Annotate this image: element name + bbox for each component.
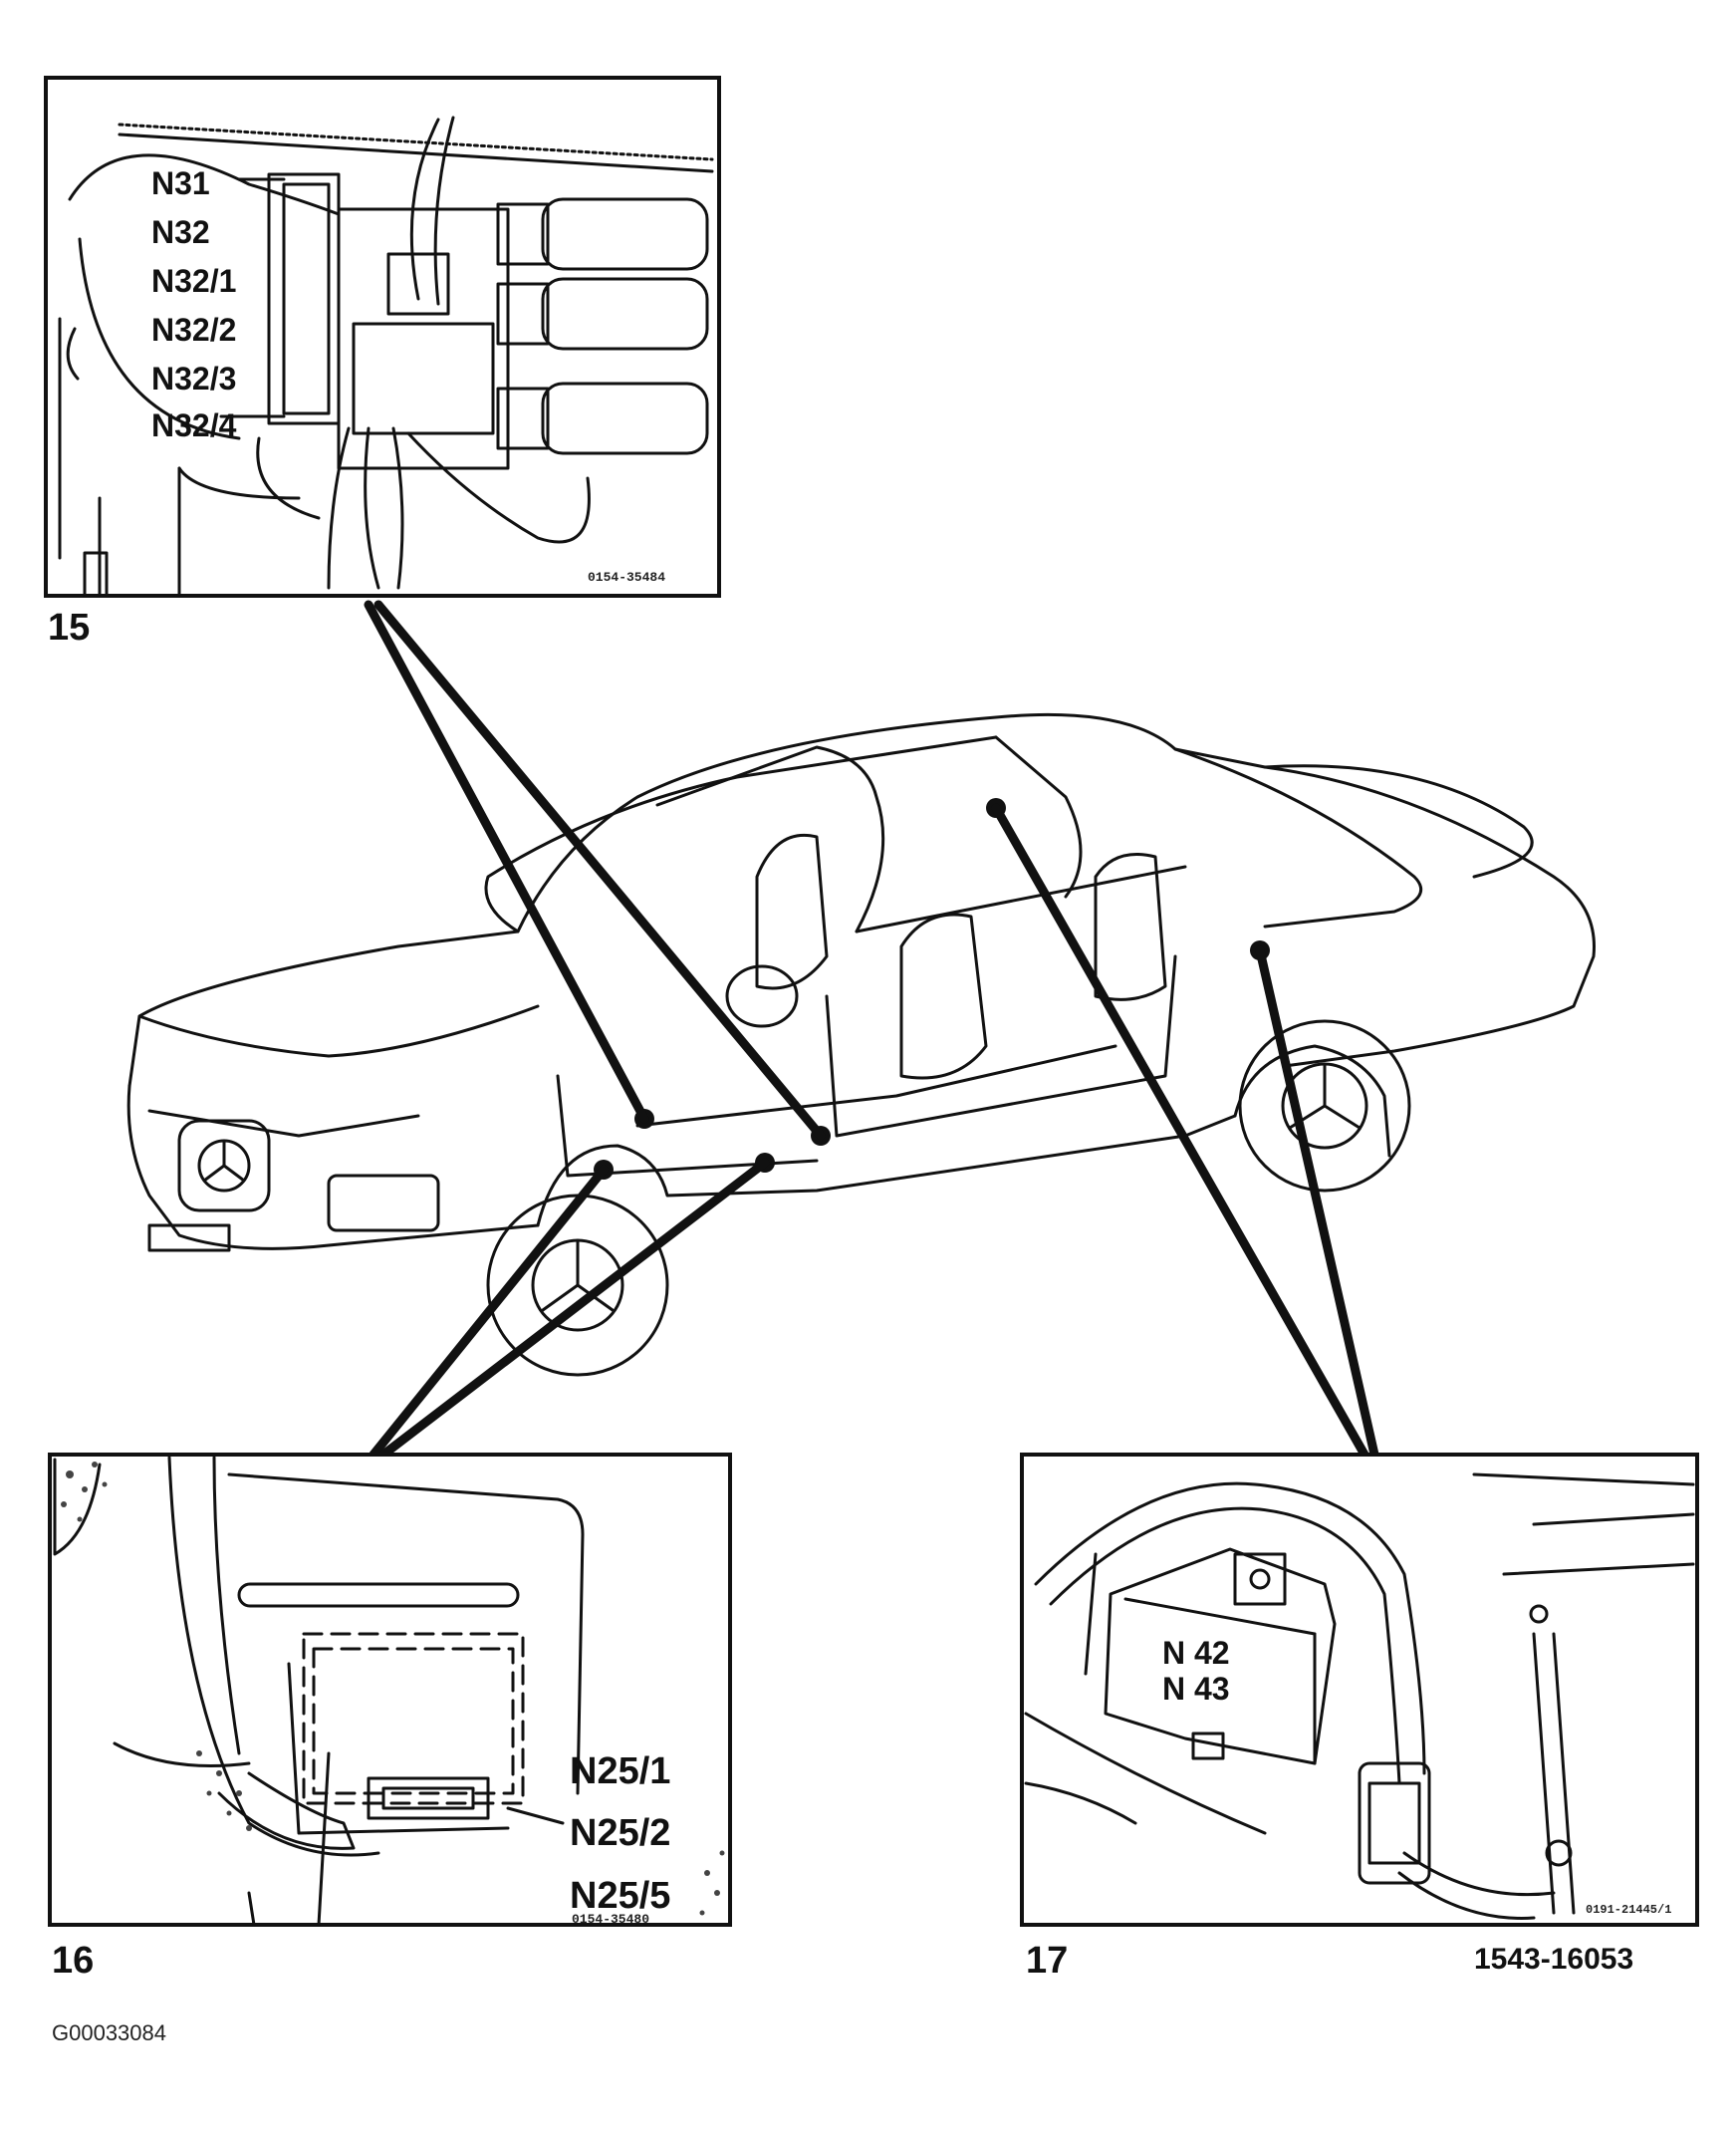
label-n32: N32 xyxy=(151,214,210,250)
panel-16-shading xyxy=(61,1462,725,1916)
panel-16: N25/1 N25/2 N25/5 0154-35480 16 xyxy=(48,1453,732,1982)
panel-16-ref: 0154-35480 xyxy=(572,1912,649,1927)
panel-15-ref: 0154-35484 xyxy=(588,570,665,585)
panel-17-ref: 0191-21445/1 xyxy=(1586,1903,1671,1917)
panel-17: N 42 N 43 0191-21445/1 17 xyxy=(1020,1453,1699,1982)
panel-15: N31 N32 N32/1 N32/2 N32/3 N32/4 0154-354… xyxy=(44,76,721,649)
callout-lines xyxy=(364,600,1379,1460)
label-n25-1: N25/1 xyxy=(570,1750,670,1792)
label-n32-3: N32/3 xyxy=(151,361,236,397)
label-n32-1: N32/1 xyxy=(151,263,236,299)
car-illustration xyxy=(126,712,1596,1377)
panel-15-illustration xyxy=(58,116,714,598)
footer-code: G00033084 xyxy=(52,2020,166,2045)
panel-15-leader-lines xyxy=(219,177,286,418)
label-n32-4: N32/4 xyxy=(151,407,237,443)
label-n31: N31 xyxy=(151,165,210,201)
label-n25-2: N25/2 xyxy=(570,1812,670,1854)
label-n42: N 42 xyxy=(1162,1635,1230,1671)
figure-ref: 1543-16053 xyxy=(1474,1943,1633,1976)
label-n25-5: N25/5 xyxy=(570,1875,670,1917)
panel-17-number: 17 xyxy=(1026,1940,1068,1982)
panel-16-number: 16 xyxy=(52,1940,94,1982)
label-n43: N 43 xyxy=(1162,1671,1230,1707)
panel-16-frame xyxy=(48,1453,732,1927)
panel-15-number: 15 xyxy=(48,607,90,649)
panel-17-illustration xyxy=(1024,1472,1695,1920)
label-n32-2: N32/2 xyxy=(151,312,236,348)
panel-16-illustration xyxy=(53,1456,585,1927)
